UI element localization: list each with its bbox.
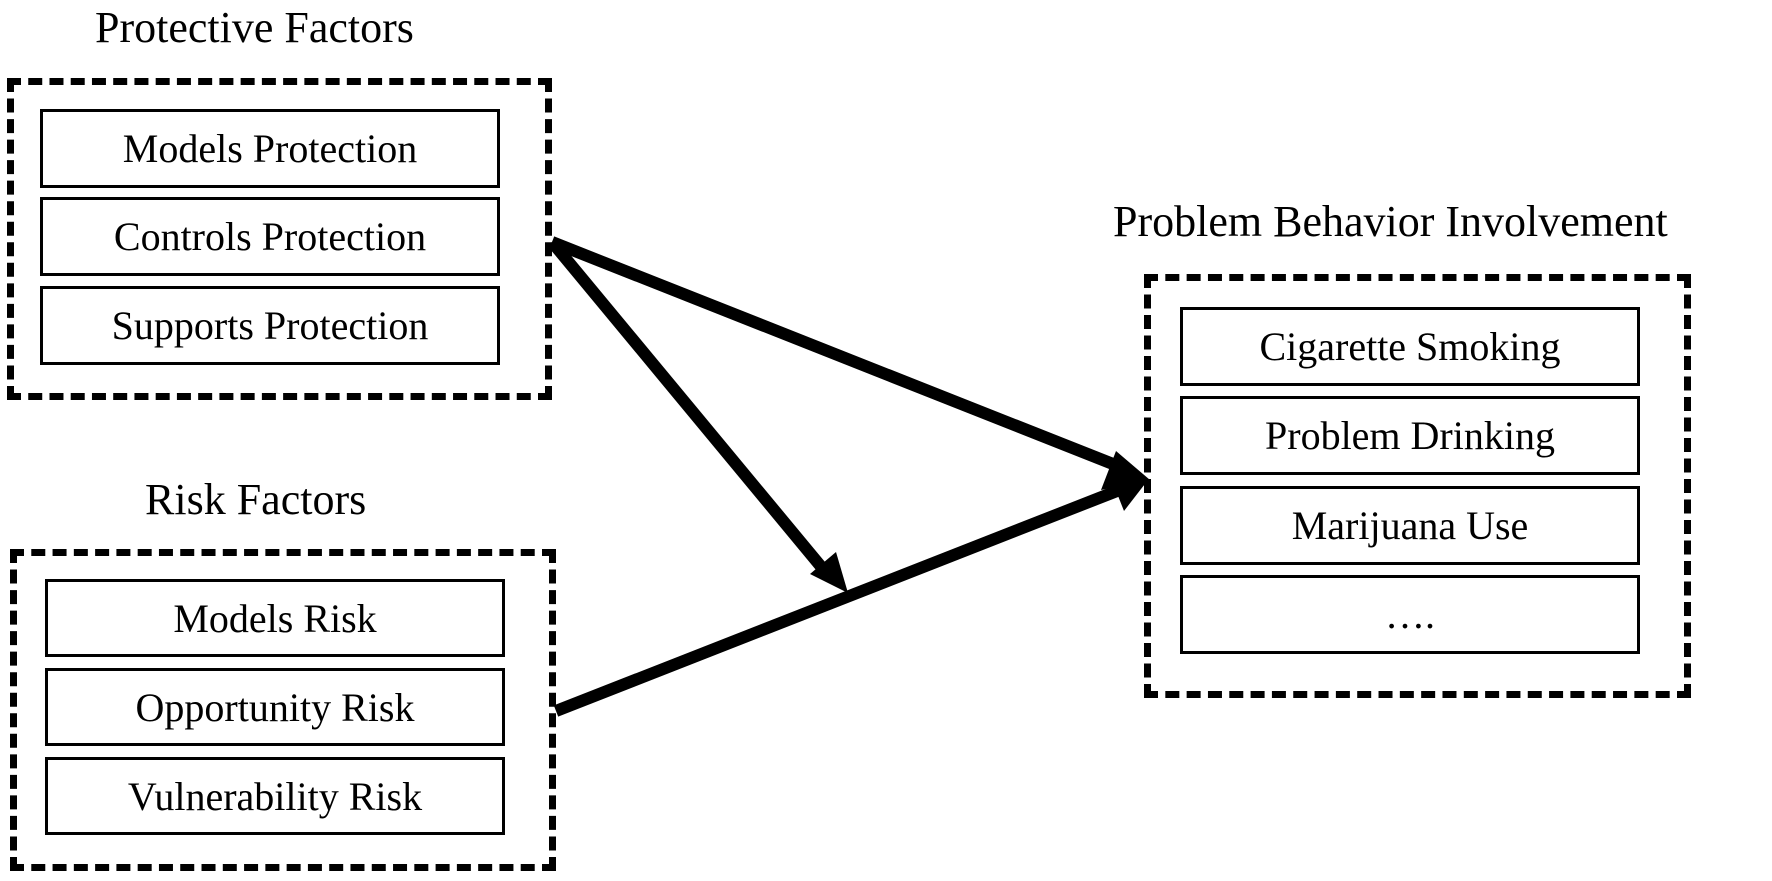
cigarette-smoking-box: Cigarette Smoking — [1180, 307, 1640, 386]
risk-to-outcome-arrow — [553, 485, 1120, 717]
problem-drinking-box: Problem Drinking — [1180, 396, 1640, 475]
protective-factors-group — [7, 78, 552, 400]
controls-protection-box: Controls Protection — [40, 197, 500, 276]
more-behaviors-box: …. — [1180, 575, 1640, 654]
risk-to-outcome-arrowhead — [1109, 473, 1148, 511]
supports-protection-box: Supports Protection — [40, 286, 500, 365]
protective-moderation-arrow — [547, 238, 828, 573]
opportunity-risk-box: Opportunity Risk — [45, 668, 505, 746]
vulnerability-risk-box: Vulnerability Risk — [45, 757, 505, 835]
protective-factors-title: Protective Factors — [95, 3, 414, 52]
protective-moderation-arrowhead — [810, 552, 848, 593]
problem-behavior-title: Problem Behavior Involvement — [1113, 197, 1668, 246]
risk-factors-group — [10, 549, 556, 871]
models-risk-box: Models Risk — [45, 579, 505, 657]
marijuana-use-box: Marijuana Use — [1180, 486, 1640, 565]
problem-behavior-group — [1144, 274, 1691, 698]
models-protection-box: Models Protection — [40, 109, 500, 188]
protective-to-outcome-arrow — [549, 236, 1121, 472]
risk-factors-title: Risk Factors — [145, 475, 367, 524]
